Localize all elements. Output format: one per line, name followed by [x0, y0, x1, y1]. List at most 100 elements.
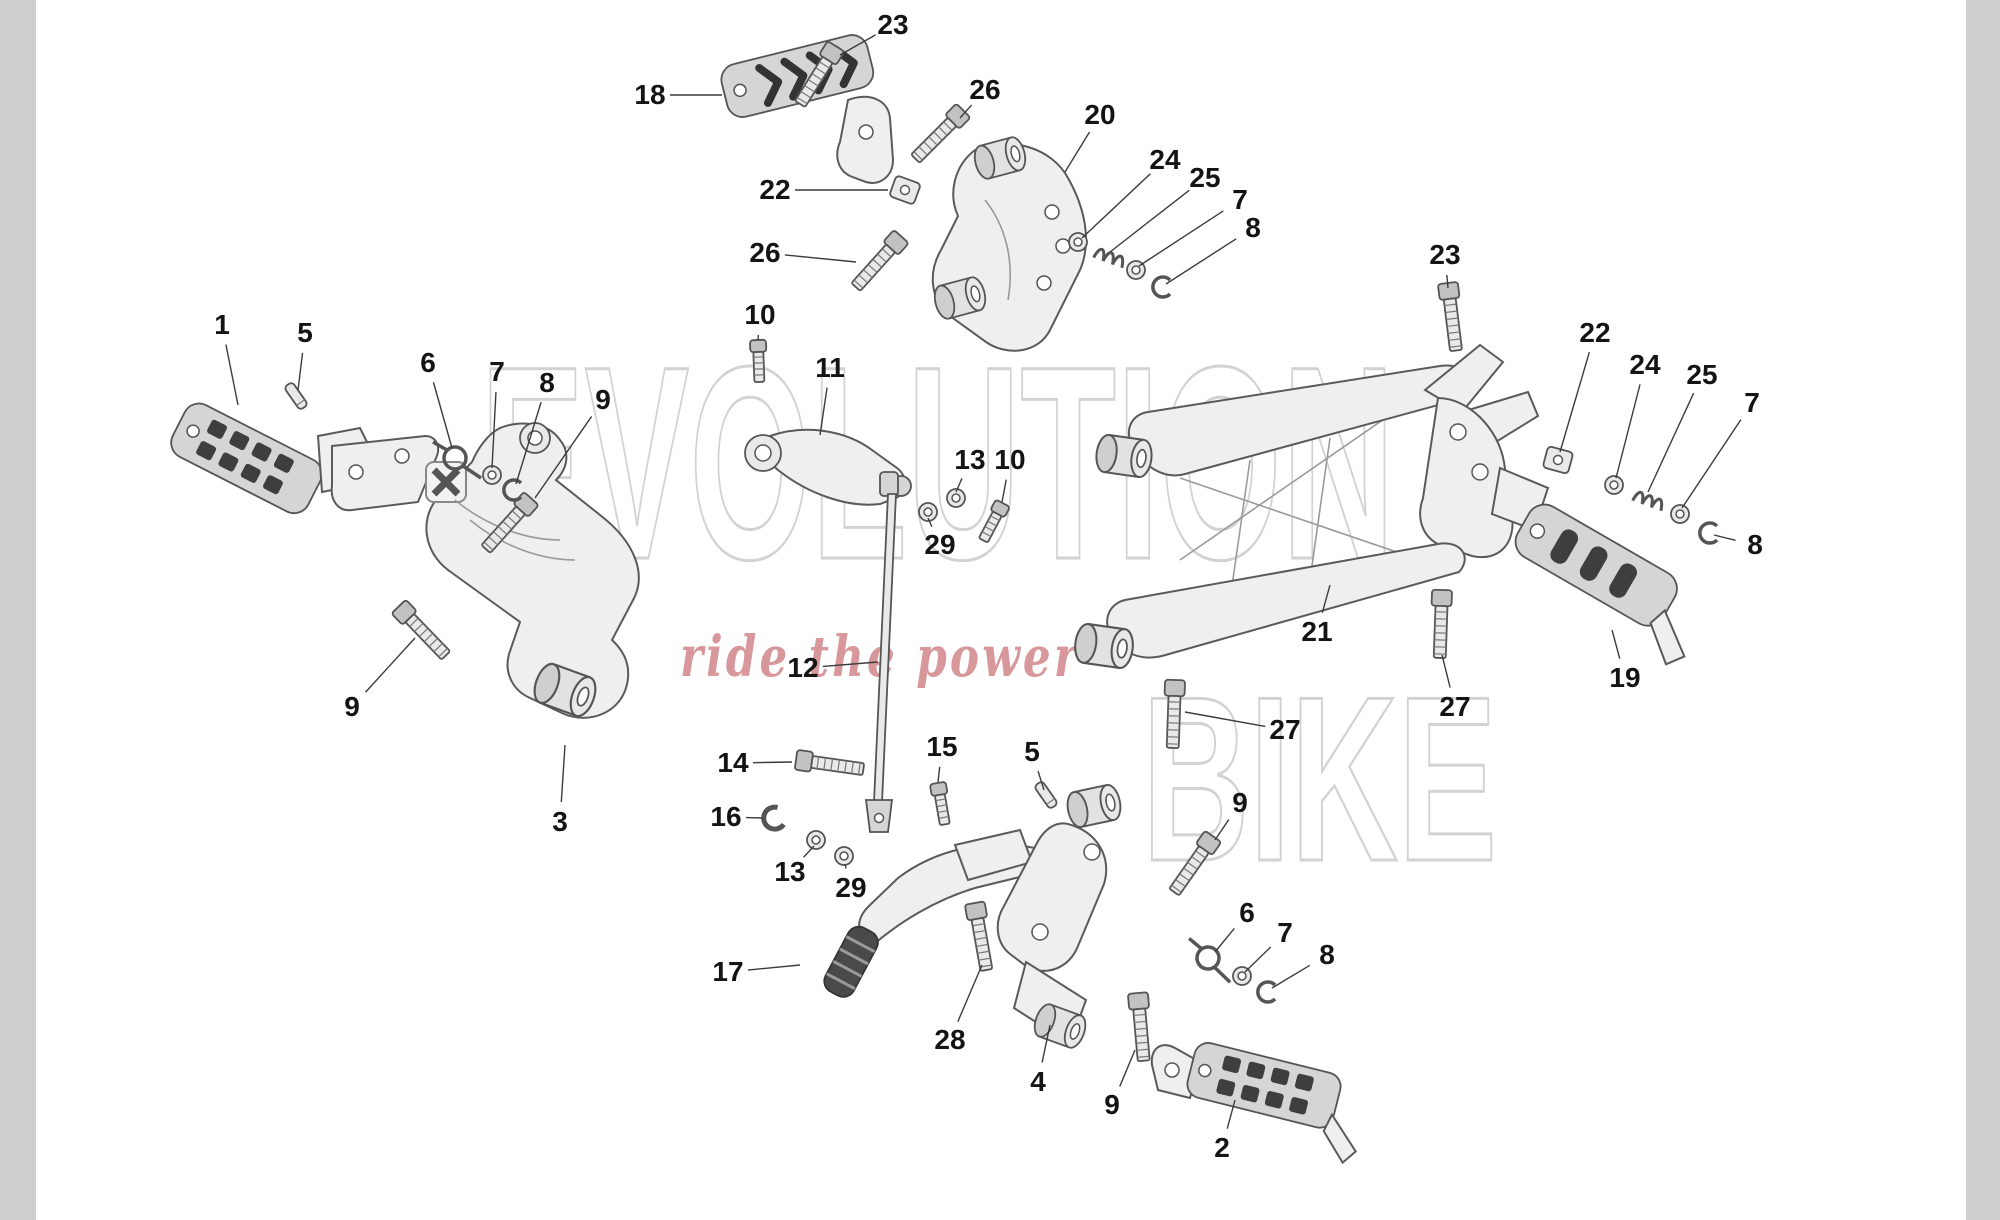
leader-line-7 [1138, 210, 1224, 267]
callout-21: 21 [1301, 616, 1333, 647]
callout-7: 7 [489, 356, 505, 387]
callout-9: 9 [344, 691, 360, 722]
leader-line-8 [1713, 534, 1736, 541]
leader-line-8 [1271, 964, 1311, 989]
part-rear-bracket-bottom [996, 782, 1125, 1052]
callout-4: 4 [1030, 1066, 1046, 1097]
leader-line-23 [839, 34, 876, 56]
leader-line-8 [1165, 238, 1237, 285]
leader-line-24 [1081, 173, 1151, 239]
leader-line-7 [1244, 946, 1272, 973]
leader-line-12 [822, 661, 879, 668]
part-front-footrest-left [170, 402, 374, 515]
callout-23: 23 [1429, 239, 1461, 270]
callout-8: 8 [1319, 939, 1335, 970]
callout-3: 3 [552, 806, 568, 837]
callout-17: 17 [712, 956, 744, 987]
callout-27: 27 [1269, 714, 1301, 745]
callout-20: 20 [1084, 99, 1116, 130]
callout-24: 24 [1629, 349, 1661, 380]
callout-24: 24 [1149, 144, 1181, 175]
callout-9: 9 [595, 384, 611, 415]
leader-line-6 [432, 382, 453, 449]
leader-line-9 [1214, 819, 1230, 841]
callout-11: 11 [815, 352, 845, 383]
callout-7: 7 [1277, 917, 1293, 948]
leader-line-2 [1226, 1099, 1236, 1129]
callout-2: 2 [1214, 1132, 1230, 1163]
watermark-word-bike: BIKE [1142, 647, 1497, 910]
callout-14: 14 [717, 747, 749, 778]
callout-10: 10 [994, 444, 1026, 475]
callout-6: 6 [420, 347, 436, 378]
leader-line-23 [1446, 274, 1449, 289]
callout-23: 23 [877, 9, 909, 40]
leader-line-21 [1321, 584, 1331, 613]
leader-line-6 [1214, 928, 1235, 953]
leader-line-4 [1041, 1024, 1051, 1063]
callout-25: 25 [1686, 359, 1718, 390]
leader-line-13 [955, 478, 963, 493]
leader-line-22 [1559, 351, 1591, 453]
callout-8: 8 [1245, 212, 1261, 243]
leader-line-9 [534, 416, 593, 499]
callout-6: 6 [1239, 897, 1255, 928]
callout-26: 26 [969, 74, 1001, 105]
leader-line-10 [1001, 479, 1007, 503]
leader-line-14 [752, 761, 793, 764]
callout-26: 26 [749, 237, 781, 268]
callout-13: 13 [954, 444, 986, 475]
callout-28: 28 [934, 1024, 966, 1055]
part-linkage-rod [864, 471, 899, 833]
leader-line-9 [364, 637, 416, 693]
callout-22: 22 [759, 174, 791, 205]
scan-edge-left [0, 0, 36, 1220]
callout-16: 16 [710, 801, 742, 832]
leader-line-3 [560, 744, 566, 803]
callout-18: 18 [634, 79, 666, 110]
watermark-tagline: ride the power [680, 624, 1080, 690]
leader-line-24 [1615, 384, 1641, 479]
leader-line-19 [1611, 629, 1621, 659]
callout-7: 7 [1744, 387, 1760, 418]
leader-line-15 [937, 766, 941, 783]
leader-line-29 [927, 517, 933, 528]
leader-line-27 [1441, 654, 1451, 688]
leader-line-1 [225, 344, 239, 406]
scan-edge-right [1966, 0, 2000, 1220]
leader-line-20 [1064, 131, 1091, 173]
callout-8: 8 [1747, 529, 1763, 560]
leader-line-11 [819, 387, 828, 436]
callout-25: 25 [1189, 162, 1221, 193]
callout-10: 10 [744, 299, 776, 330]
callout-7: 7 [1232, 184, 1248, 215]
callout-5: 5 [1024, 736, 1040, 767]
leader-line-25 [1647, 392, 1695, 493]
callout-19: 19 [1609, 662, 1641, 693]
leader-line-27 [1184, 711, 1266, 728]
leader-line-13 [803, 845, 815, 858]
callout-9: 9 [1104, 1089, 1120, 1120]
leader-line-7 [1681, 419, 1742, 509]
callout-29: 29 [835, 872, 867, 903]
leader-line-25 [1109, 189, 1190, 253]
callout-15: 15 [926, 731, 958, 762]
callout-13: 13 [774, 856, 806, 887]
callout-22: 22 [1579, 317, 1611, 348]
callout-8: 8 [539, 367, 555, 398]
leader-line-5 [1037, 770, 1045, 791]
callout-29: 29 [924, 529, 956, 560]
leader-line-26 [784, 254, 857, 263]
leader-line-9 [1119, 1049, 1136, 1087]
part-front-bracket-left [330, 422, 640, 721]
callout-1: 1 [214, 309, 230, 340]
callout-12: 12 [787, 652, 819, 683]
leader-line-7 [491, 391, 497, 469]
leader-line-8 [515, 401, 542, 485]
leader-line-29 [844, 863, 847, 869]
